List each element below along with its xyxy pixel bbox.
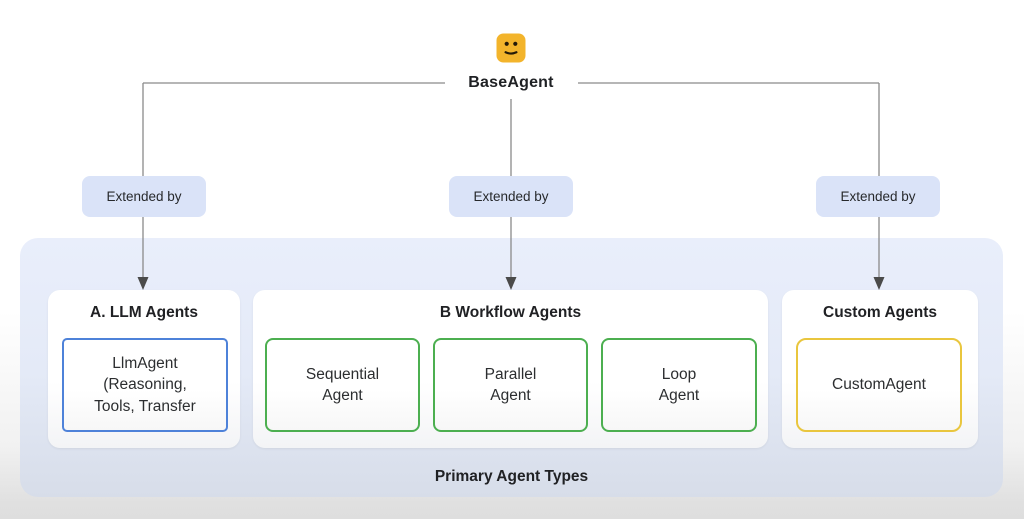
extended-by-badge: Extended by — [82, 176, 206, 217]
parallel-agent-box: Parallel Agent — [433, 338, 588, 432]
group-title: B Workflow Agents — [439, 304, 582, 321]
group-card-llm-agents: A. LLM Agents LlmAgent (Reasoning, Tools… — [48, 290, 240, 448]
primary-agent-types-container: A. LLM Agents LlmAgent (Reasoning, Tools… — [20, 238, 1003, 497]
container-caption: Primary Agent Types — [434, 468, 589, 485]
group-card-custom-agents: Custom Agents CustomAgent — [782, 290, 978, 448]
base-agent-label: BaseAgent — [468, 74, 554, 91]
llm-agent-box: LlmAgent (Reasoning, Tools, Transfer — [62, 338, 228, 432]
loop-agent-box: Loop Agent — [601, 338, 757, 432]
extended-by-badge: Extended by — [449, 176, 573, 217]
agent-smiley-icon — [496, 33, 526, 63]
extended-by-badge: Extended by — [816, 176, 940, 217]
group-title: Custom Agents — [823, 304, 937, 321]
sequential-agent-box: Sequential Agent — [265, 338, 420, 432]
group-title: A. LLM Agents — [90, 304, 198, 321]
group-card-workflow-agents: B Workflow Agents Sequential Agent Paral… — [253, 290, 768, 448]
custom-agent-box: CustomAgent — [796, 338, 962, 432]
